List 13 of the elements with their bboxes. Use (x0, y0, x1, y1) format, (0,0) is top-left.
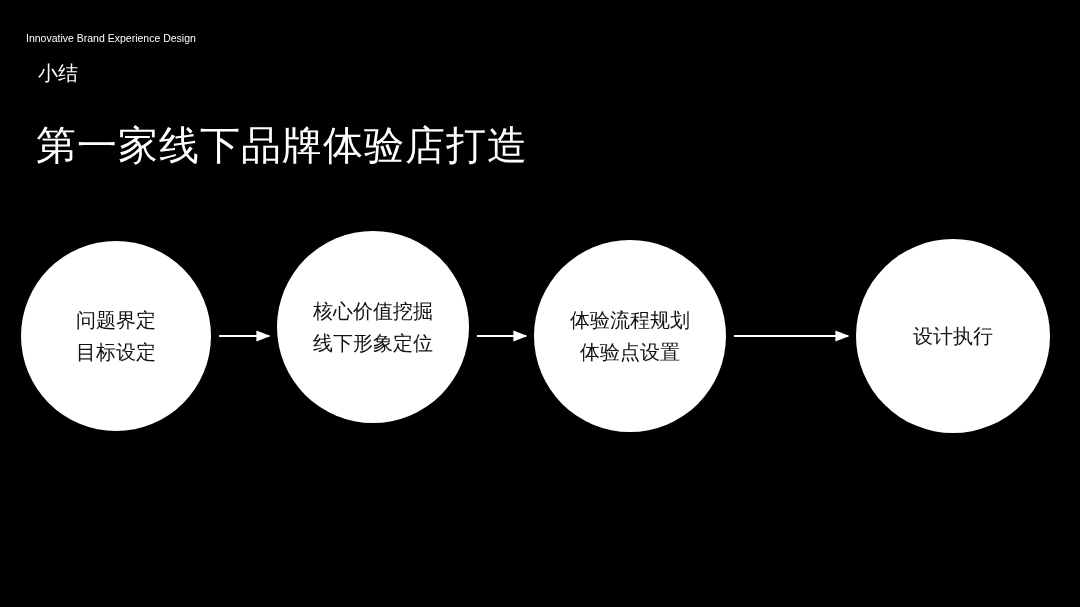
step-text: 设计执行 (913, 323, 993, 350)
section-label: 小结 (38, 60, 78, 87)
step-text: 体验点设置 (580, 339, 680, 366)
tagline: Innovative Brand Experience Design (26, 32, 196, 44)
arrow (218, 330, 271, 342)
arrow (733, 330, 850, 342)
step-text: 目标设定 (76, 339, 156, 366)
step-text: 问题界定 (76, 307, 156, 334)
title: 第一家线下品牌体验店打造 (36, 121, 528, 170)
step-text: 体验流程规划 (570, 307, 690, 334)
arrow (476, 330, 528, 342)
step-text: 核心价值挖掘 (313, 298, 433, 325)
step-text: 线下形象定位 (313, 330, 433, 357)
